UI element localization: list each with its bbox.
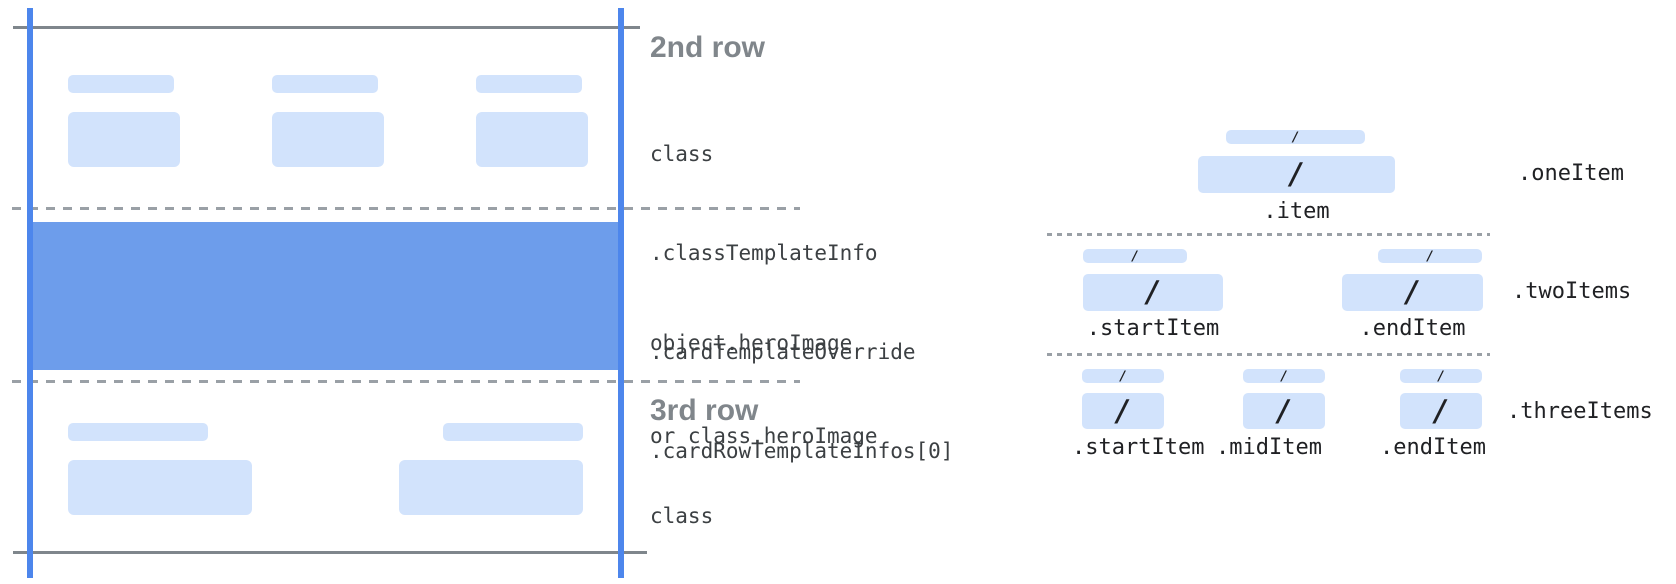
slash-glyph: / xyxy=(1403,275,1422,309)
slash-glyph: / xyxy=(1437,368,1445,384)
threeitems-mid-value-bar: / xyxy=(1243,393,1325,429)
row3-code-block: class .classTemplateInfo .cardTemplateOv… xyxy=(650,434,953,584)
oneitem-item-label-bar: / xyxy=(1226,130,1365,144)
threeitems-end-label: .endItem xyxy=(1380,435,1486,460)
row2-col3-label-bar xyxy=(476,75,582,93)
slash-glyph: / xyxy=(1114,393,1132,428)
row3-col2-value-box xyxy=(399,460,583,515)
slash-glyph: / xyxy=(1426,248,1434,264)
row2-heading: 2nd row xyxy=(650,31,766,64)
slash-glyph: / xyxy=(1144,275,1162,309)
twoitems-end-label: .endItem xyxy=(1359,316,1466,341)
row2-code-line: .classTemplateInfo xyxy=(650,241,878,265)
row3-heading: 3rd row xyxy=(650,394,759,427)
hero-image-band xyxy=(30,222,621,370)
slash-glyph: / xyxy=(1280,368,1288,384)
row2-code-line: .cardTemplateOverride xyxy=(650,340,916,364)
oneitem-item-label: .item xyxy=(1263,199,1330,224)
threeitems-group-label: .threeItems xyxy=(1507,399,1653,424)
row3-col2-label-bar xyxy=(443,423,583,441)
hero-row3-divider-dashed-line xyxy=(12,380,800,383)
row3-col1-label-bar xyxy=(68,423,208,441)
row2-col2-value-box xyxy=(272,112,384,167)
twoitems-threeitems-divider-dashed-line xyxy=(1047,353,1490,356)
slash-glyph: / xyxy=(1275,393,1293,428)
threeitems-end-label-bar: / xyxy=(1400,369,1482,383)
threeitems-start-label-bar: / xyxy=(1082,369,1164,383)
oneitem-twoitems-divider-dashed-line xyxy=(1047,233,1490,236)
threeitems-start-value-bar: / xyxy=(1082,393,1164,429)
twoitems-start-label-bar: / xyxy=(1083,249,1187,263)
twoitems-start-label: .startItem xyxy=(1086,316,1220,341)
row2-code-line: .cardRowTemplateInfos[0] xyxy=(650,439,954,463)
row3-col1-value-box xyxy=(68,460,252,515)
threeitems-start-label: .startItem xyxy=(1072,435,1205,460)
oneitem-group-label: .oneItem xyxy=(1518,161,1624,186)
row2-col1-value-box xyxy=(68,112,180,167)
row2-hero-divider-dashed-line xyxy=(12,207,800,210)
card-bottom-boundary-line xyxy=(13,551,647,554)
threeitems-end-value-bar: / xyxy=(1400,393,1482,429)
hero-code-line: object.heroImage xyxy=(650,331,853,355)
slash-glyph: / xyxy=(1131,248,1139,264)
row2-code-block: class .classTemplateInfo .cardTemplateOv… xyxy=(650,72,953,534)
hero-code-block: object.heroImage or class.heroImage xyxy=(650,266,878,514)
twoitems-end-label-bar: / xyxy=(1378,249,1482,263)
card-right-guide-line xyxy=(618,8,624,578)
twoitems-group-label: .twoItems xyxy=(1512,279,1632,304)
row2-col3-value-box xyxy=(476,112,588,167)
row2-code-line: class xyxy=(650,142,714,166)
slash-glyph: / xyxy=(1432,393,1450,428)
row2-col1-label-bar xyxy=(68,75,174,93)
row2-col2-label-bar xyxy=(272,75,378,93)
twoitems-end-value-bar: / xyxy=(1342,274,1483,311)
slash-glyph: / xyxy=(1287,157,1306,191)
slash-glyph: / xyxy=(1119,368,1127,384)
hero-code-line: or class.heroImage xyxy=(650,424,878,448)
threeitems-mid-label-bar: / xyxy=(1243,369,1325,383)
threeitems-mid-label: .midItem xyxy=(1216,435,1322,460)
slash-glyph: / xyxy=(1291,129,1300,145)
card-left-guide-line xyxy=(27,8,33,578)
row3-code-line: class xyxy=(650,504,714,528)
card-top-boundary-line xyxy=(13,26,640,29)
twoitems-start-value-bar: / xyxy=(1083,274,1223,311)
oneitem-item-value-bar: / xyxy=(1198,156,1395,193)
